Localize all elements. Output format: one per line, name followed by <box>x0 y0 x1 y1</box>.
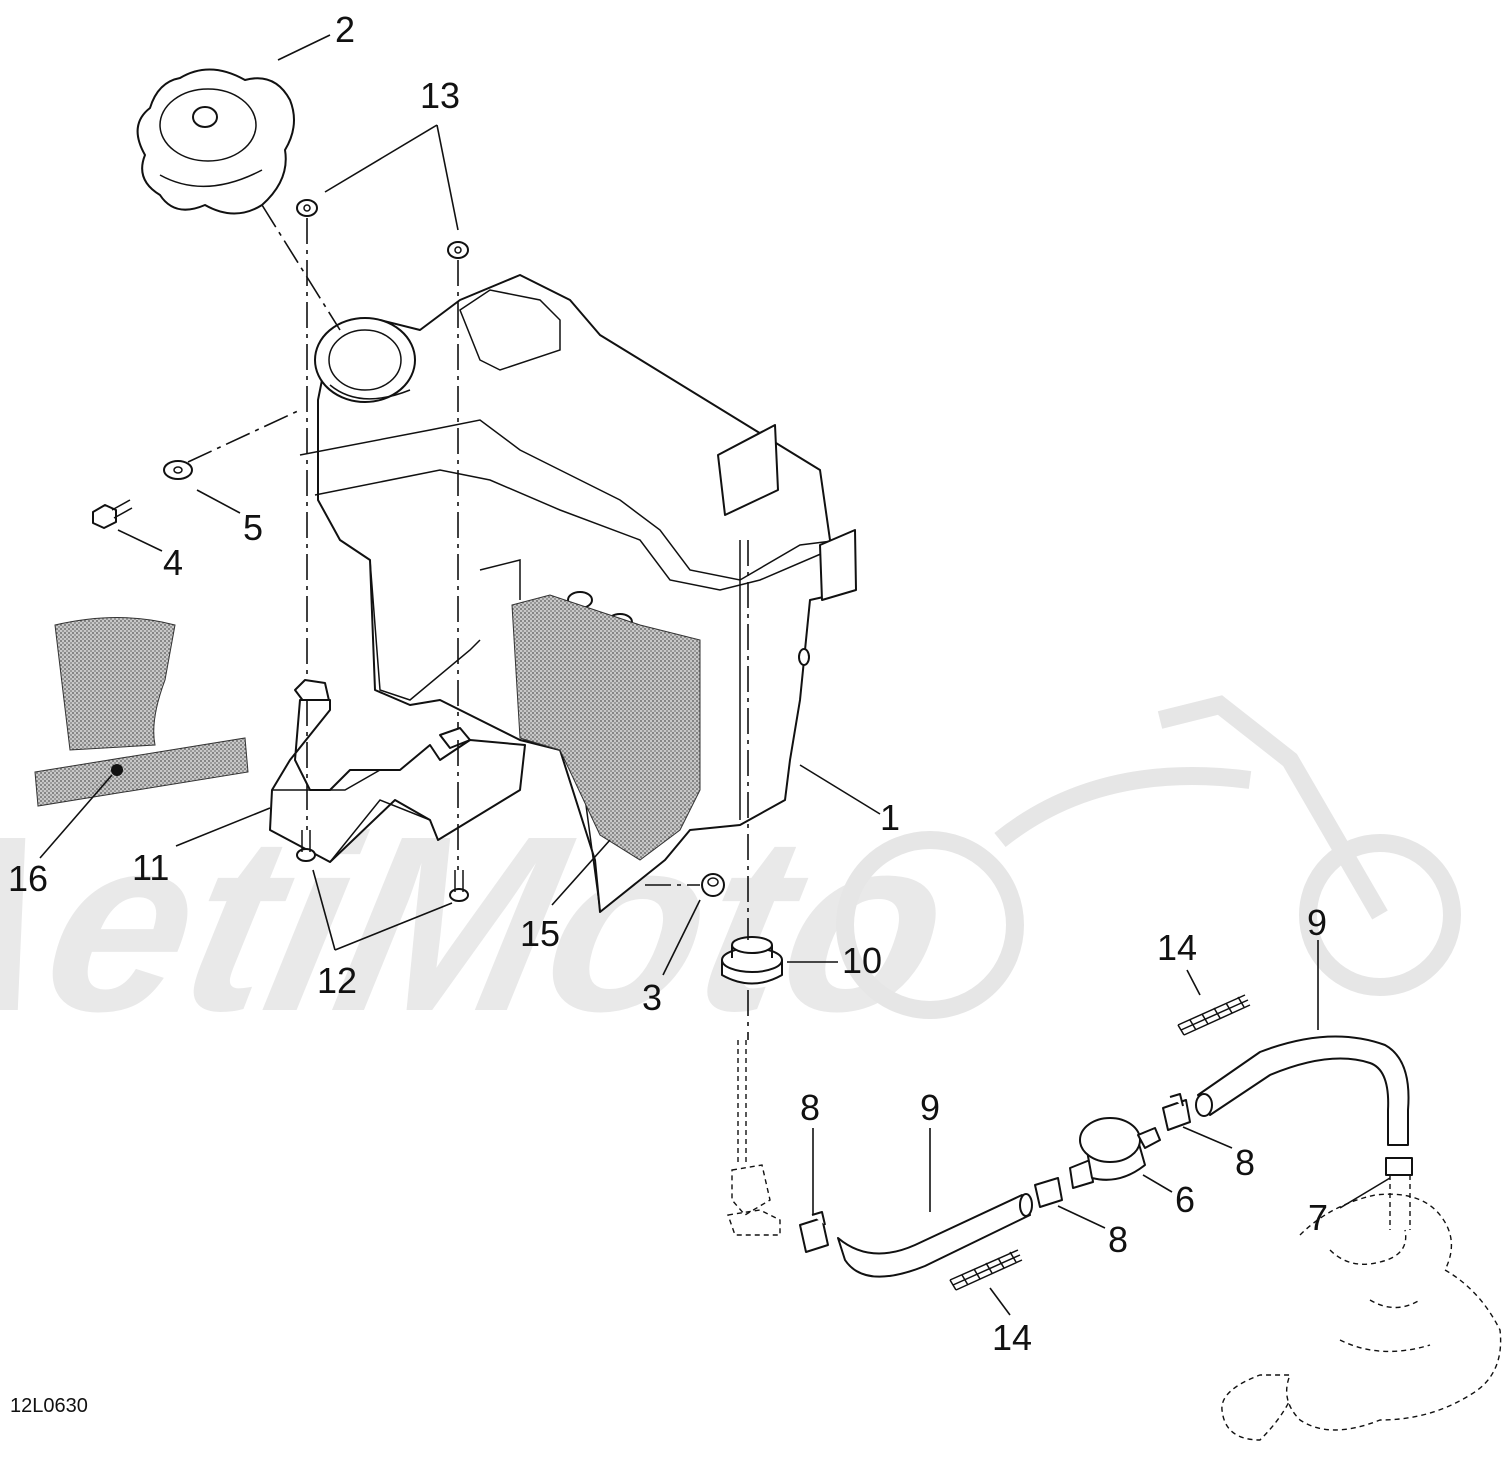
callout-6: 6 <box>1175 1179 1195 1220</box>
clamp-8-left <box>799 1211 829 1253</box>
callout-9-lower: 9 <box>920 1087 940 1128</box>
screw-12-left <box>296 830 316 862</box>
callout-14-lower: 14 <box>992 1317 1032 1358</box>
nut-13-right <box>447 241 469 259</box>
callout-14-upper: 14 <box>1157 927 1197 968</box>
grommet-3 <box>701 873 725 897</box>
callout-1: 1 <box>880 797 900 838</box>
bolt-4 <box>92 499 133 529</box>
heat-shield <box>269 679 526 863</box>
callout-12: 12 <box>317 960 357 1001</box>
assembly-lines <box>187 204 749 1040</box>
fuel-pickup-filter <box>727 1040 781 1236</box>
callouts: 1 2 3 4 5 6 7 8 8 8 9 9 10 11 12 13 14 1… <box>8 9 1328 1358</box>
callout-11: 11 <box>132 847 169 888</box>
spring-14-upper <box>1177 994 1251 1036</box>
bushing-10 <box>721 936 783 985</box>
fuel-hose-9-upper <box>1195 1035 1413 1176</box>
fuel-filter-6 <box>1069 1117 1161 1189</box>
watermark-text: AetiMoto <box>0 784 973 1064</box>
callout-10: 10 <box>842 940 882 981</box>
callout-3: 3 <box>642 977 662 1018</box>
filler-cap <box>136 68 295 215</box>
clamp-8-right <box>1162 1093 1191 1131</box>
spring-14-lower <box>949 1249 1023 1291</box>
carburetor-ghost <box>1221 1175 1502 1441</box>
callout-13: 13 <box>420 75 460 116</box>
callout-8-middle: 8 <box>1108 1219 1128 1260</box>
nut-13-left <box>296 199 318 217</box>
fuel-tank <box>299 274 857 913</box>
figure-code: 12L0630 <box>10 1395 88 1417</box>
washer-5 <box>163 460 193 480</box>
adhesive-pad <box>34 617 249 807</box>
leader-lines <box>39 34 1391 1316</box>
callout-4: 4 <box>163 542 183 583</box>
callout-8-left: 8 <box>800 1087 820 1128</box>
callout-16: 16 <box>8 858 48 899</box>
clamp-8-middle <box>1034 1177 1063 1208</box>
fuel-hose-9-lower <box>837 1193 1033 1278</box>
callout-2: 2 <box>335 9 355 50</box>
callout-5: 5 <box>243 507 263 548</box>
callout-15: 15 <box>520 913 560 954</box>
callout-9-upper: 9 <box>1307 902 1327 943</box>
screw-12-right <box>449 870 469 902</box>
watermark: AetiMoto <box>0 695 1461 1064</box>
callout-8-right: 8 <box>1235 1142 1255 1183</box>
watermark-motorcycle-icon <box>836 695 1461 1019</box>
callout-7: 7 <box>1308 1197 1328 1238</box>
